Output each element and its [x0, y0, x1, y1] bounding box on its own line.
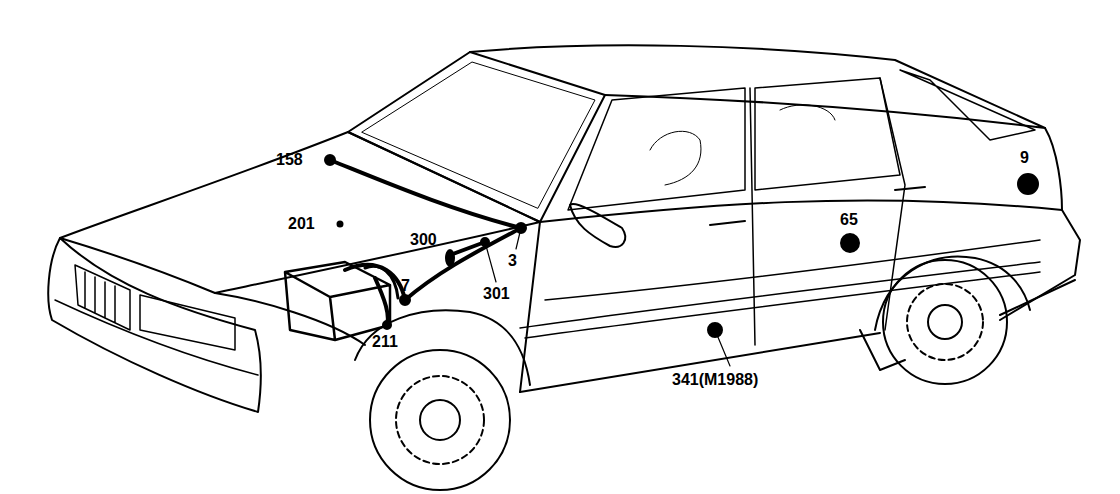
callout-number: 7	[401, 278, 410, 294]
seats	[650, 105, 835, 185]
location-dot	[1018, 174, 1038, 194]
battery-cable	[365, 266, 398, 298]
location-dot	[400, 295, 410, 305]
rear-rim	[907, 284, 983, 360]
rear-door-window	[755, 78, 900, 190]
callout-number: 201	[288, 216, 315, 232]
wire-harness	[330, 160, 521, 325]
headlight	[140, 295, 235, 350]
front-tire	[370, 350, 510, 490]
location-dot	[446, 250, 454, 266]
roof	[470, 45, 1045, 128]
front-arch	[355, 310, 530, 385]
mirror	[570, 204, 625, 247]
rear-tire	[883, 260, 1007, 384]
rear-body	[1000, 128, 1080, 320]
rear-hub	[928, 305, 962, 339]
mud-flap	[860, 330, 905, 370]
callout-number: 9	[1020, 150, 1029, 166]
leader-line	[485, 228, 730, 366]
bumper-line	[55, 300, 258, 375]
location-dot	[841, 234, 859, 252]
front-hub	[420, 400, 460, 440]
location-dot	[383, 321, 391, 329]
rub-strip	[520, 262, 1040, 338]
callout-number: 300	[410, 232, 437, 248]
battery	[285, 262, 390, 340]
callout-number: 301	[483, 286, 510, 302]
sill-line	[520, 280, 1075, 392]
front-rim	[396, 376, 484, 464]
front-bumper	[48, 238, 260, 412]
callout-number: 341(M1988)	[672, 372, 758, 388]
callout-number: 158	[276, 152, 303, 168]
rear-window	[900, 70, 1035, 140]
grille	[75, 265, 130, 330]
callout-number: 3	[508, 253, 517, 269]
front-fender	[215, 222, 540, 392]
front-door-window	[568, 88, 745, 210]
callout-number: 211	[372, 334, 398, 350]
callout-number: 65	[840, 212, 858, 228]
door-handles	[710, 187, 925, 225]
location-dot	[338, 222, 343, 227]
location-dot	[325, 155, 335, 165]
windshield	[348, 52, 605, 222]
